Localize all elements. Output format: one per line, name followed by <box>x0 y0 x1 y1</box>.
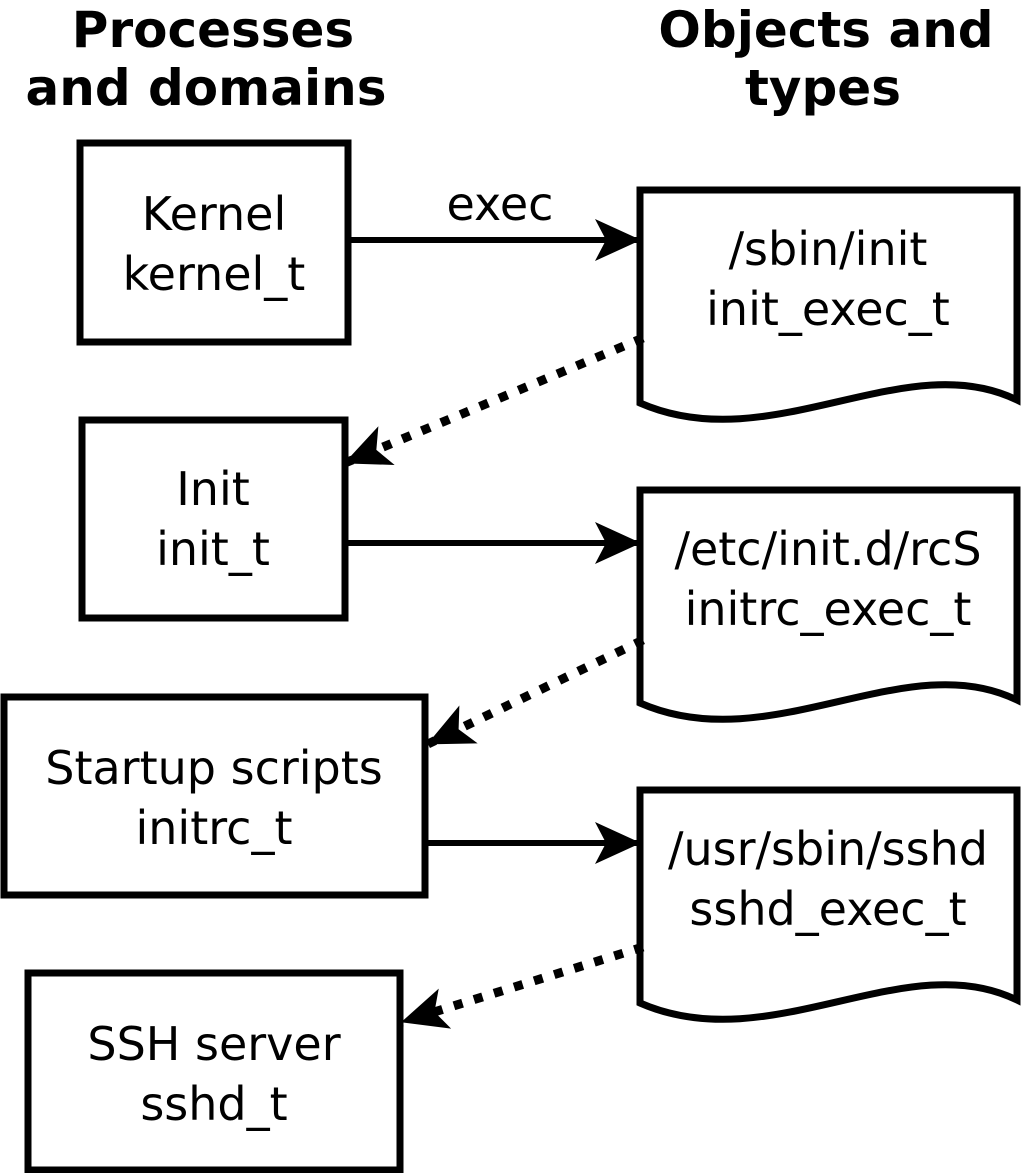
process-box-shape <box>78 416 349 622</box>
column-header-objects: Objects and types <box>658 1 993 117</box>
process-box-shape <box>0 693 429 899</box>
object-doc-etc-initd-rcs: /etc/init.d/rcS initrc_exec_t <box>636 486 1021 723</box>
exec-arrow-label: exec <box>447 177 554 231</box>
process-box-shape <box>76 139 352 346</box>
process-label: Init <box>176 462 250 516</box>
process-box-startup-scripts: Startup scripts initrc_t <box>0 693 429 899</box>
process-domain: init_t <box>156 522 270 576</box>
process-box-kernel: Kernel kernel_t <box>76 139 352 346</box>
column-header-objects-line2: types <box>745 59 901 117</box>
transition-arrow-sbin-init-to-init <box>343 333 645 468</box>
document-shape <box>636 786 1021 1023</box>
object-path: /usr/sbin/sshd <box>668 822 988 876</box>
document-shape <box>636 186 1021 423</box>
column-header-processes-line1: Processes <box>72 1 354 59</box>
column-header-processes-line2: and domains <box>25 59 386 117</box>
process-box-init: Init init_t <box>78 416 349 622</box>
process-label: SSH server <box>87 1017 340 1071</box>
object-type: sshd_exec_t <box>689 882 966 936</box>
process-domain: initrc_t <box>136 801 293 855</box>
process-domain: sshd_t <box>140 1077 287 1131</box>
column-header-objects-line1: Objects and <box>658 1 993 59</box>
transition-arrow-rcs-to-initrc <box>426 635 645 749</box>
object-doc-usr-sbin-sshd: /usr/sbin/sshd sshd_exec_t <box>636 786 1021 1023</box>
transition-arrow-sshd-to-sshserver <box>400 942 645 1029</box>
object-type: init_exec_t <box>706 282 950 336</box>
process-label: Kernel <box>142 187 287 241</box>
object-path: /etc/init.d/rcS <box>674 522 981 576</box>
document-shape <box>636 486 1021 723</box>
process-domain: kernel_t <box>123 247 306 301</box>
process-box-shape <box>24 969 404 1173</box>
process-box-ssh-server: SSH server sshd_t <box>24 969 404 1173</box>
object-type: initrc_exec_t <box>685 582 972 636</box>
object-path: /sbin/init <box>729 222 928 276</box>
column-header-processes: Processes and domains <box>25 1 386 117</box>
object-doc-sbin-init: /sbin/init init_exec_t <box>636 186 1021 423</box>
process-label: Startup scripts <box>45 741 383 795</box>
